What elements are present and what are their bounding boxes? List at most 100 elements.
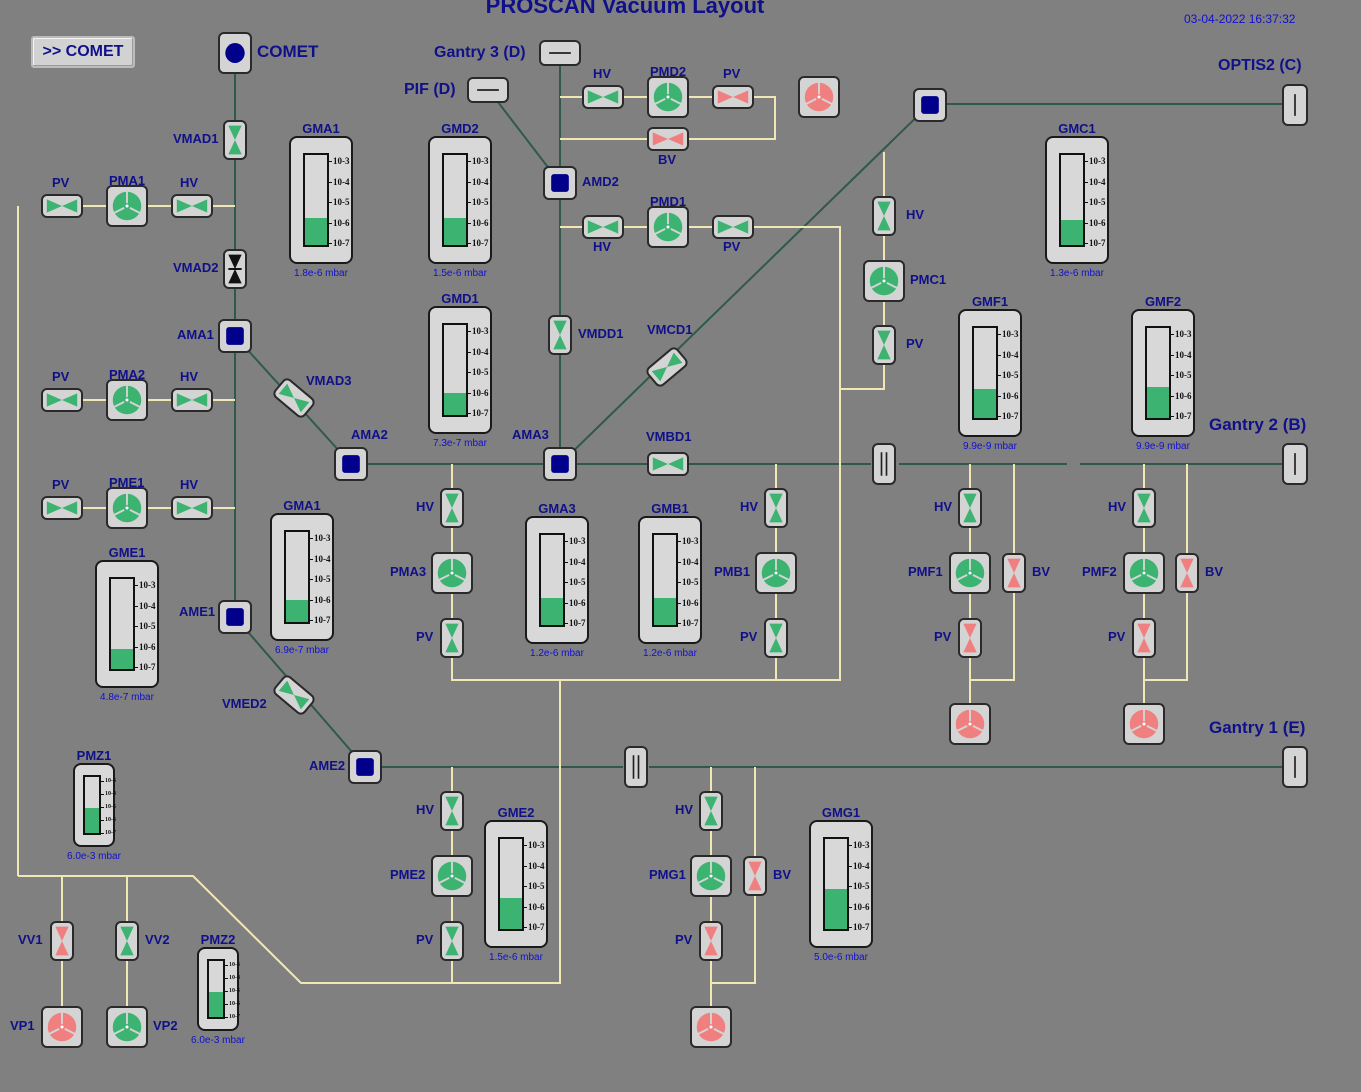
pmc1-pump[interactable] [863,260,905,302]
pma3-pump[interactable] [431,552,473,594]
gauge-pressure-value: 7.3e-7 mbar [433,438,487,449]
gauge-tick [223,965,228,966]
pmd2-pump[interactable] [647,76,689,118]
ama2-chamber[interactable] [334,447,368,481]
device-label: AMA1 [177,327,214,342]
pmf1-hv-valve[interactable] [958,488,982,528]
device-label: VV2 [145,932,170,947]
vmad2-valve[interactable] [223,249,247,289]
device-label: PV [906,336,924,351]
vmbd1-valve[interactable] [647,452,689,476]
ame2-chamber[interactable] [348,750,382,784]
chamber-icon [225,43,245,63]
pmf2-pv-valve[interactable] [1132,618,1156,658]
vmcd1-valve[interactable] [643,344,691,390]
pma1-hv-valve[interactable] [171,194,213,218]
area-label-gantry3: Gantry 3 (D) [434,44,526,61]
pmf2-hv-valve[interactable] [1132,488,1156,528]
pmf1-bv-valve[interactable] [1002,553,1026,593]
ame1-chamber[interactable] [218,600,252,634]
pme2-pv-valve[interactable] [440,921,464,961]
pmg1-fore-pump[interactable] [690,1006,732,1048]
vv1-valve[interactable] [50,921,74,961]
pma2-pv-valve[interactable] [41,388,83,412]
pma3-hv-valve[interactable] [440,488,464,528]
vmdd1-valve[interactable] [548,315,572,355]
pmd2-hv-valve[interactable] [582,85,624,109]
gantry2-end-flange[interactable] [1282,443,1308,485]
pmg1-pv-valve[interactable] [699,921,723,961]
pmc1-pv-valve[interactable] [872,325,896,365]
pmb1-pv-valve[interactable] [764,618,788,658]
gantry1-end-flange[interactable] [1282,746,1308,788]
pme1-hv-valve[interactable] [171,496,213,520]
pma3-pv-valve[interactable] [440,618,464,658]
gantry1-window-window[interactable] [624,746,648,788]
gauge-pressure-value: 1.8e-6 mbar [294,268,348,279]
pmf1-pv-valve[interactable] [958,618,982,658]
pme1-pump[interactable] [106,487,148,529]
flange-icon [477,89,499,91]
pmd1-hv-valve[interactable] [582,215,624,239]
vmad3-valve[interactable] [270,375,318,421]
pmg1-pump[interactable] [690,855,732,897]
pmf2-bv-valve[interactable] [1175,553,1199,593]
pma2-pump[interactable] [106,379,148,421]
pma2-hv-valve[interactable] [171,388,213,412]
valve-icon [228,254,242,284]
ama3-chamber[interactable] [543,447,577,481]
pmd1-pump[interactable] [647,206,689,248]
vp1-pump[interactable] [41,1006,83,1048]
pmf1-fore-pump[interactable] [949,703,991,745]
comet-end-chamber[interactable] [218,32,252,74]
pmg1-hv-valve[interactable] [699,791,723,831]
pmd2-fore-pump[interactable] [798,76,840,118]
pmd2-bv-valve[interactable] [647,127,689,151]
vmed2-valve[interactable] [270,672,318,718]
gauge-tick [676,623,681,624]
pma1-pv-valve[interactable] [41,194,83,218]
pmd2-pv-valve[interactable] [712,85,754,109]
comet-button[interactable]: >> COMET [31,36,135,68]
pma1-pump[interactable] [106,185,148,227]
valve-icon [587,90,619,104]
gantry3-end-flange[interactable] [539,40,581,66]
pmc1-hv-valve[interactable] [872,196,896,236]
pmf2-fore-pump[interactable] [1123,703,1165,745]
pme1-pv-valve[interactable] [41,496,83,520]
pmf2-pump[interactable] [1123,552,1165,594]
amd2-chamber[interactable] [543,166,577,200]
optis2-end-flange[interactable] [1282,84,1308,126]
vp2-pump[interactable] [106,1006,148,1048]
pmb1-hv-valve[interactable] [764,488,788,528]
pme2-hv-valve[interactable] [440,791,464,831]
ama1-chamber[interactable] [218,319,252,353]
optis2-chamber-chamber[interactable] [913,88,947,122]
pif-end-flange[interactable] [467,77,509,103]
pme2-pump[interactable] [431,855,473,897]
vmad1-valve[interactable] [223,120,247,160]
vv2-valve[interactable] [115,921,139,961]
gauge-tick [522,886,527,887]
pmg1-bv-valve[interactable] [743,856,767,896]
pmf1-pump[interactable] [949,552,991,594]
pmb1-pump[interactable] [755,552,797,594]
pmd1-pv-valve[interactable] [712,215,754,239]
gantry2-window-window[interactable] [872,443,896,485]
pump-icon [653,211,683,242]
